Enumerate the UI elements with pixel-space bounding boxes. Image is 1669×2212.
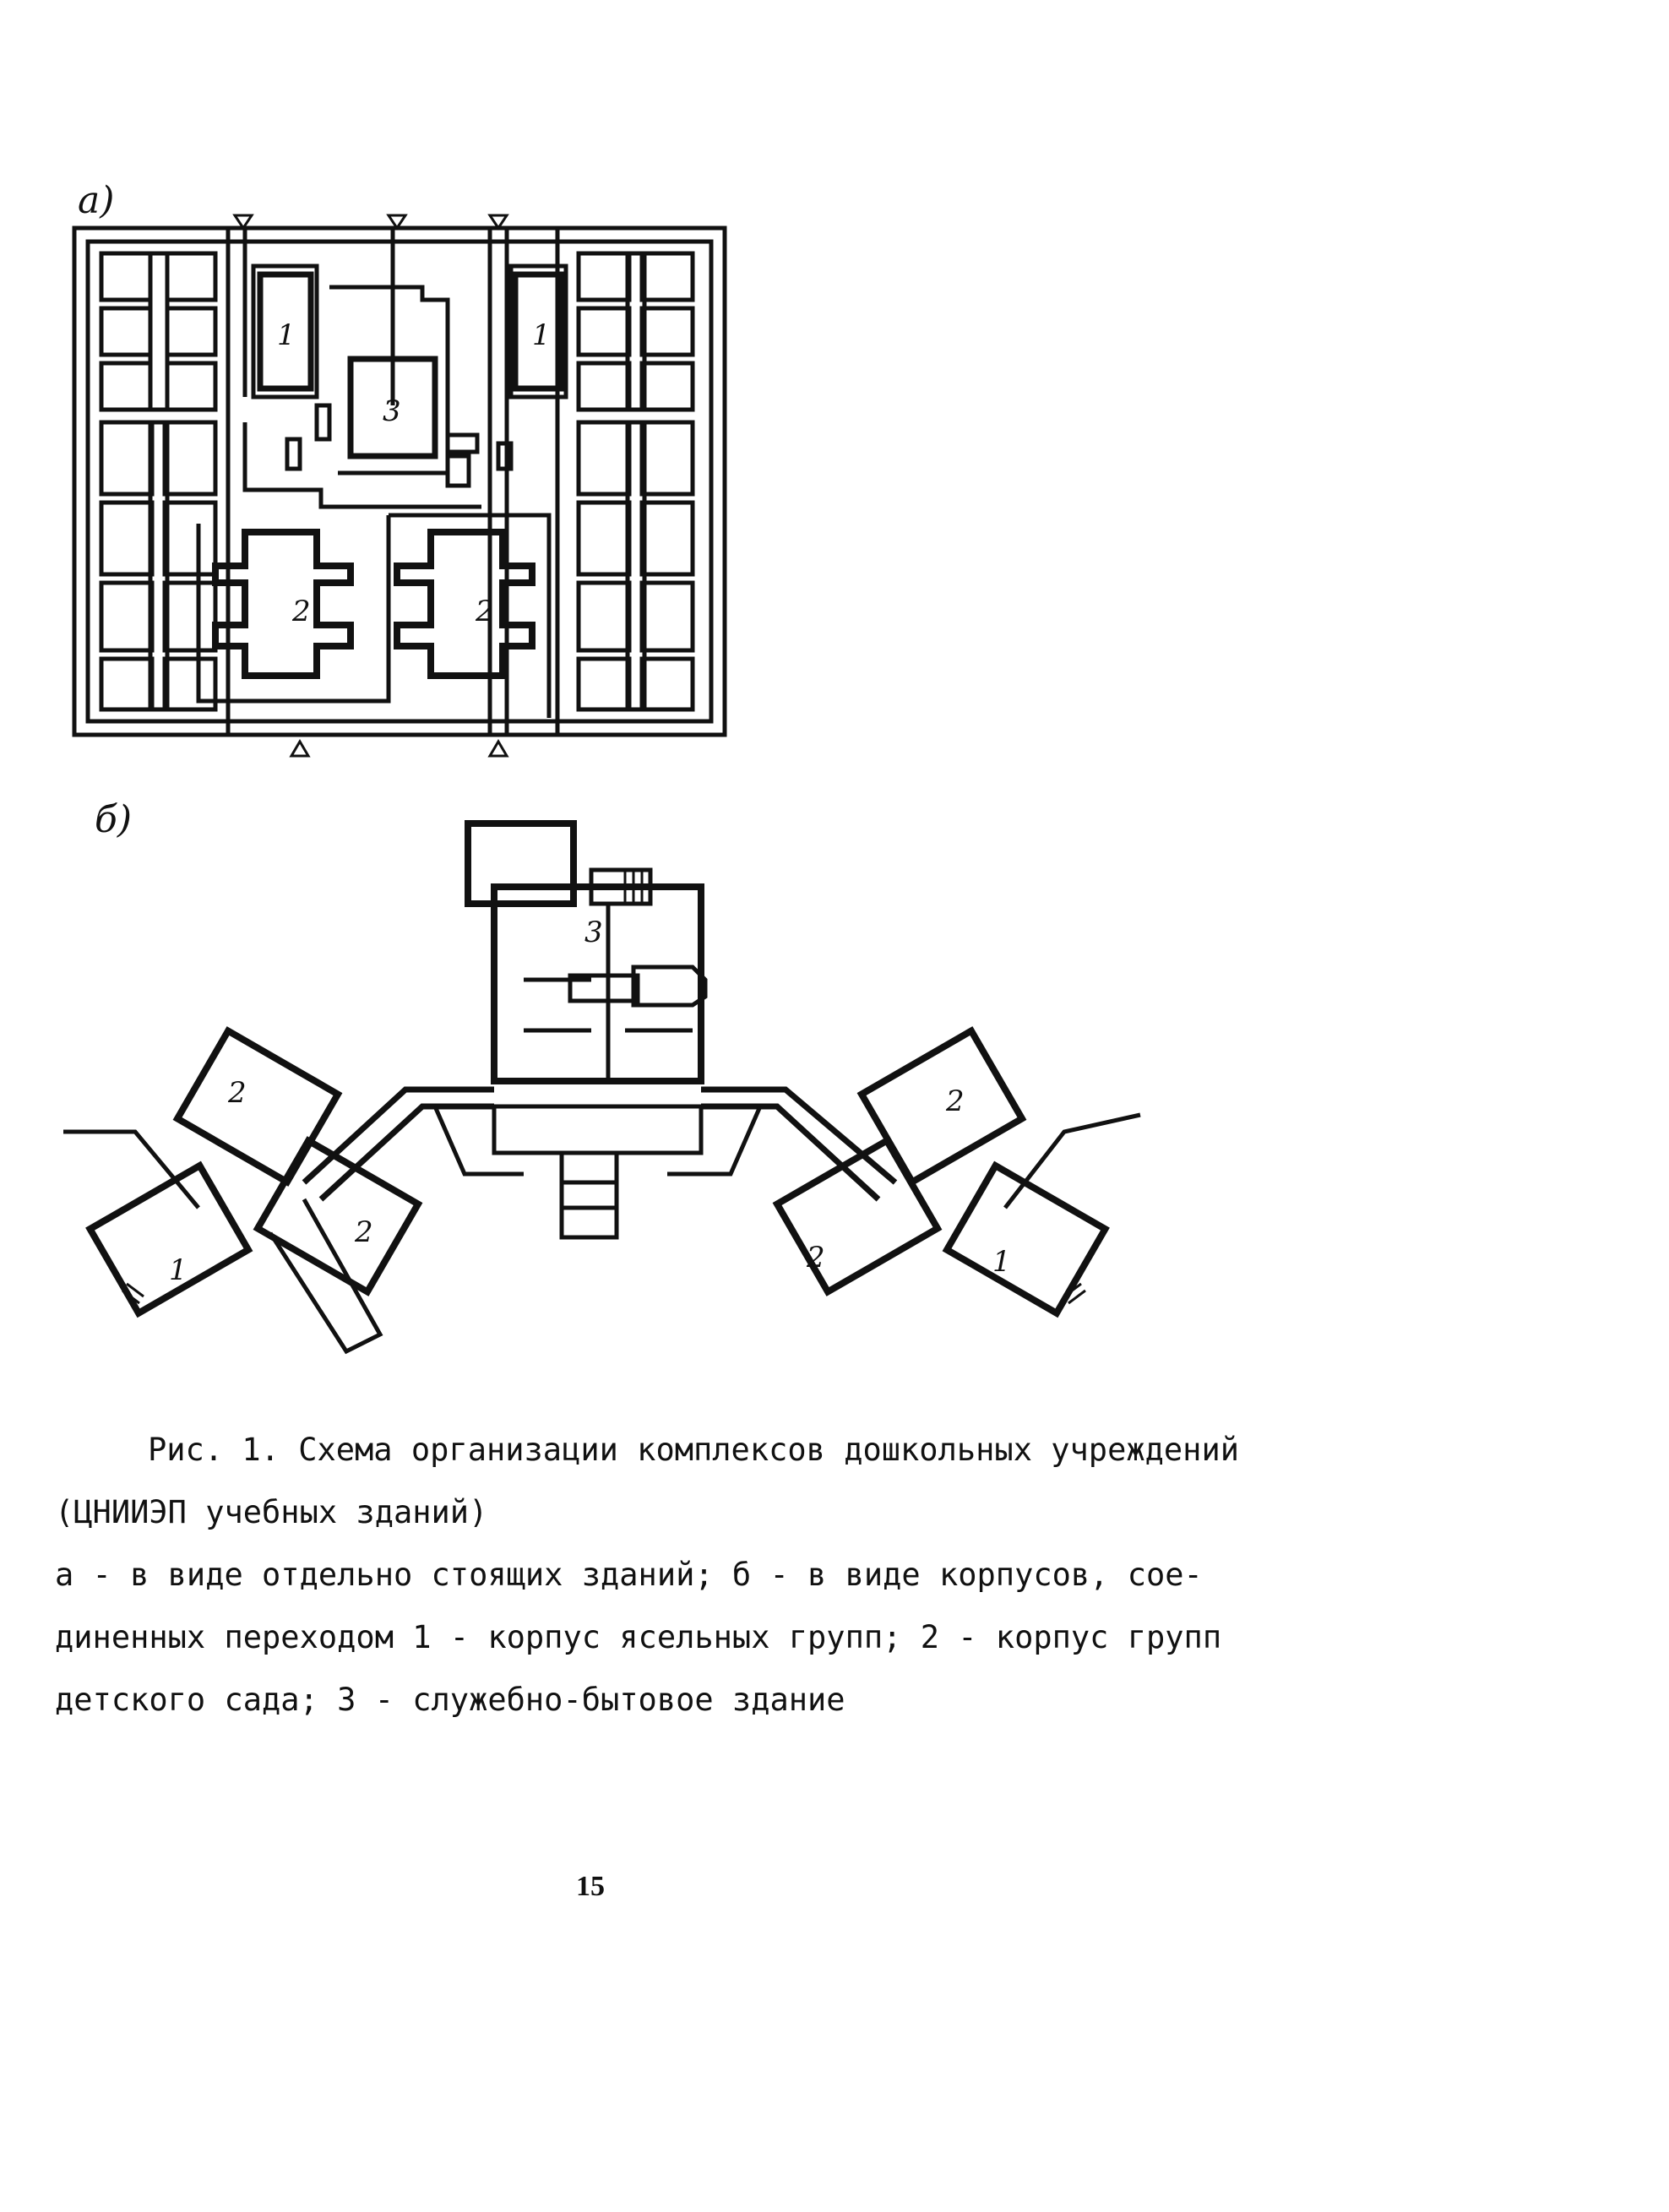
label-bld2-right-lower: 2 <box>806 1241 825 1274</box>
building-2-right-lower <box>772 1136 943 1296</box>
label-bld1-left: 1 <box>169 1253 188 1287</box>
building-2-right-upper <box>856 1026 1027 1187</box>
caption-line-4: диненных переходом 1 - корпус ясельных г… <box>55 1619 1222 1655</box>
caption-line-3: а - в виде отдельно стоящих зданий; б - … <box>55 1557 1203 1593</box>
caption-line-5: детского сада; 3 - служебно-бытовое здан… <box>55 1682 845 1718</box>
label-bld3: 3 <box>383 394 401 428</box>
building-2-left-lower <box>253 1136 423 1296</box>
label-bld2-left-lower: 2 <box>354 1215 373 1249</box>
building-1-right <box>942 1160 1110 1318</box>
building-2-right <box>394 529 535 679</box>
panel-b-label: б) <box>95 798 133 841</box>
building-3 <box>465 820 577 907</box>
building-2-left-upper <box>172 1026 343 1187</box>
caption-line-2: (ЦНИИЭП учебных зданий) <box>55 1494 488 1530</box>
building-2-left <box>212 529 354 679</box>
site-boundary <box>72 226 727 737</box>
label-bld1-right: 1 <box>992 1245 1011 1279</box>
entrance-block <box>559 1150 619 1240</box>
label-bld2-right: 2 <box>945 1084 965 1118</box>
panel-a-label: а) <box>78 179 115 222</box>
left-plots <box>99 251 218 712</box>
label-bld2-right: 2 <box>475 595 494 628</box>
site-plan-b: 3 2 2 1 2 2 1 <box>63 820 1141 1355</box>
site-plan-a: 1 1 3 2 2 <box>72 214 727 758</box>
label-bld1-right: 1 <box>532 318 551 352</box>
caption-line-1: Рис. 1. Схема организации комплексов дош… <box>148 1432 1240 1468</box>
label-bld2-left: 2 <box>227 1076 247 1110</box>
figure-caption: Рис. 1. Схема организации комплексов дош… <box>55 1419 1240 1731</box>
building-1-left <box>257 271 314 392</box>
page-number: 15 <box>576 1871 605 1902</box>
building-1-right <box>512 271 565 392</box>
label-bld2-left: 2 <box>291 595 311 628</box>
right-plots <box>576 251 695 712</box>
building-3 <box>347 356 438 459</box>
building-1-left <box>85 1160 253 1318</box>
label-bld3: 3 <box>584 916 603 949</box>
label-bld1-left: 1 <box>277 318 296 352</box>
